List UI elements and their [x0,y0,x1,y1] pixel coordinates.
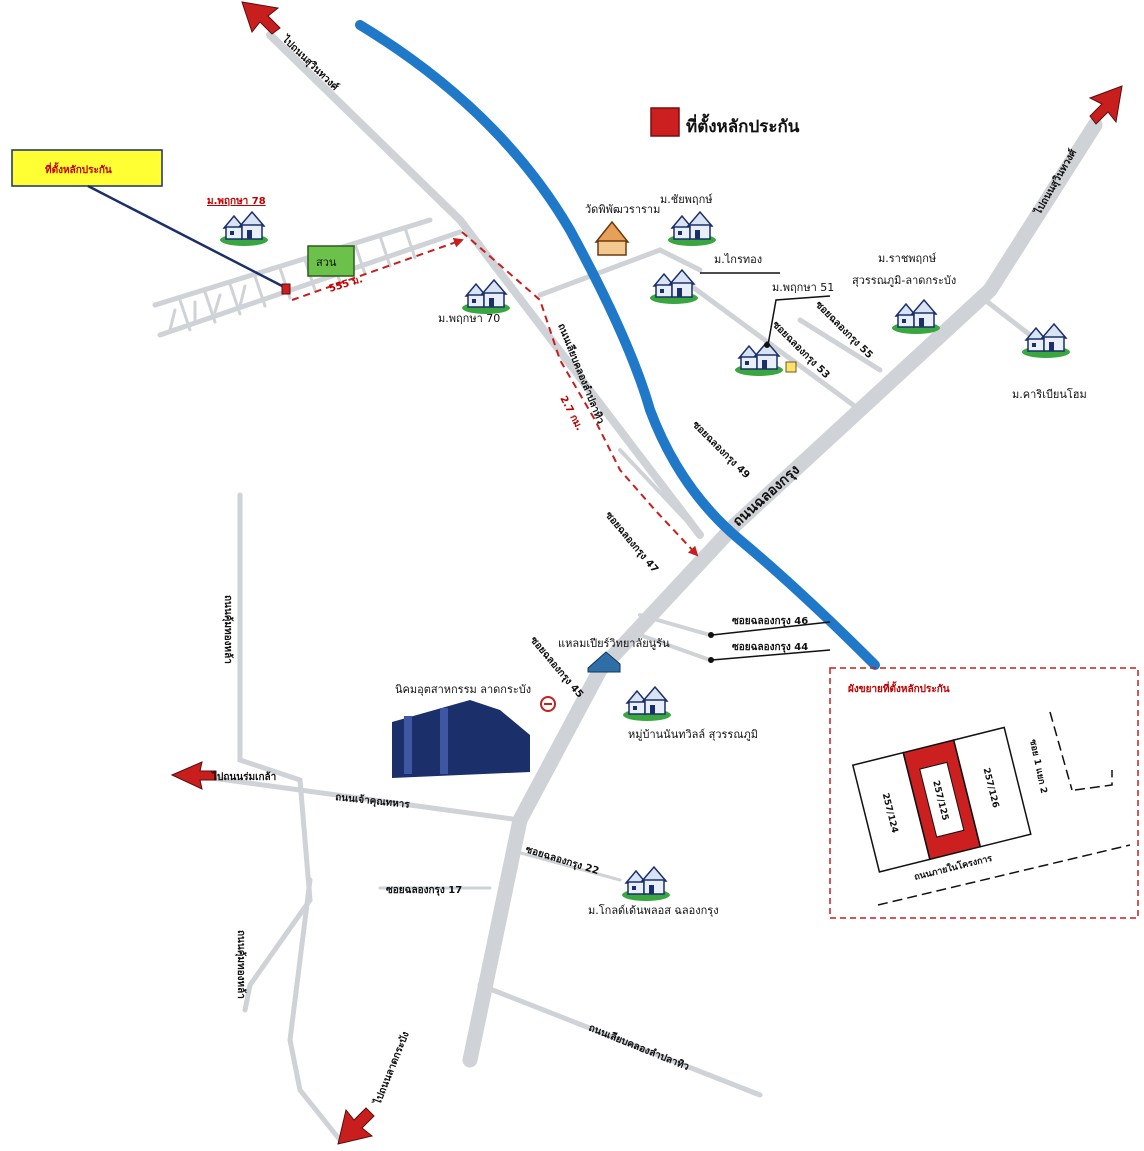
callout-label: ที่ตั้งหลักประกัน [45,162,112,176]
road-label: ถนนคุ้มทองหล้า [222,595,234,664]
house-icon [622,686,672,722]
callout-leader [87,184,287,290]
route-segment-west [291,237,464,301]
inset-soi-label: ซอย 1 แยก 2 [1027,739,1048,795]
soi-leader [711,649,831,661]
arrow-west-icon [170,761,217,790]
road-label: ซอยฉลองกรุง 47 [603,510,660,575]
village-label: หมู่บ้านนันทวิลล์ สุวรรณภูมิ [628,728,758,741]
village-dot [764,342,770,348]
inset-plan: ผังขยายที่ตั้งหลักประกัน 257/124 257/125… [829,667,1139,919]
road-khumthong-lower [287,877,343,1143]
lot-126 [952,726,1032,848]
house-icon [667,211,717,247]
road-label: ไปถนนสุวินทวงศ์ [1031,146,1080,217]
house-icon [891,299,941,335]
village-label: ม.โกลด์เด้นพลอส ฉลองกรุง [588,903,719,917]
school-icon [587,651,621,673]
village-label: ม.ไกรทอง [714,253,762,266]
shop-icon [785,361,797,373]
road-label: ซอยฉลองกรุง 44 [732,642,808,653]
village-label: สุวรรณภูมิ-ลาดกระบัง [852,274,956,287]
inset-road-line-2 [1074,770,1113,791]
legend-label: ที่ตั้งหลักประกัน [686,113,800,137]
house-icon [461,279,511,315]
road-krisong [687,282,863,413]
industrial-icon [392,700,530,778]
inset-title: ผังขยายที่ตั้งหลักประกัน [848,681,950,695]
road-chalongkrung [462,117,1103,1068]
village-label: ม.พฤกษา 78 [207,196,266,207]
temple-icon [594,220,630,256]
arrow-northeast-icon [1088,85,1123,125]
village-label: ม.ชัยพฤกษ์ [660,193,713,206]
village-label: ม.คาริเบียนโฮม [1012,387,1087,401]
road-temple [537,247,703,298]
park-label: สวน [316,256,337,269]
legend-swatch [650,107,680,137]
road-label: ไปถนนร่มเกล้า [211,770,276,783]
school-label: แหลมเปียร์วิทยาลัยนูรัน [558,637,670,650]
road-network [152,31,1103,1143]
road-label: ถนนเลียบคลองลำปลาทิว [587,1022,691,1073]
road-to-suwinthawong-north [266,31,704,539]
road-label: ซอยฉลองกรุง 46 [732,616,808,627]
road-label: ไปถนนสุวินทวงศ์ [279,32,342,93]
road-luang [187,772,523,823]
house-icon [649,269,699,305]
distance-2-7km: 2.7 กม. [557,394,584,432]
inset-soi-line [1049,711,1073,791]
lot-125-label-box [919,761,965,838]
road-soi22 [508,848,622,882]
road-lamplatiu [477,982,763,1098]
road-soi55 [797,317,883,373]
road-label: ถนนเลียบคลองลำปลาทิว [555,322,606,426]
road-label: ซอยฉลองกรุง 22 [524,844,600,877]
soi-leader [711,621,831,636]
village-label: ม.พฤกษา 70 [438,312,500,325]
road-label: ไปถนนลาดกระบัง [370,1029,411,1107]
road-west-development-2 [157,229,463,338]
arrow-north-icon [241,1,281,35]
soi-dot [708,632,714,638]
village-leader [767,295,831,346]
soi-dot [708,657,714,663]
village-label: ม.พฤกษา 51 [772,281,834,294]
route-dashed [291,231,699,557]
road-label: ถนนคุ้มทองหล้า [235,930,247,999]
village-label: ม.ราชพฤกษ์ [878,252,936,265]
road-west-lanes [168,226,417,332]
callout-box [11,149,163,187]
road-soi46 [638,613,712,637]
temple-label: วัดพิพัฒวราราม [585,203,660,216]
arrow-southwest-icon [337,1107,375,1145]
park [307,245,355,277]
house-icon [219,211,269,247]
road-soi44 [638,633,712,662]
road-label: ถนนเจ้าคุณทหาร [335,791,411,811]
road-kari [982,297,1033,338]
inset-frame [829,667,1139,919]
industrial-label: นิคมอุตสาหกรรม ลาดกระบัง [395,683,531,696]
road-label: ซอยฉลองกรุง 17 [386,885,462,896]
road-soi49 [618,448,702,537]
road-label: ซอยฉลองกรุง 55 [813,299,875,361]
road-khumthong [237,492,313,1013]
road-label: ซอยฉลองกรุง 49 [690,419,752,481]
road-west-development [152,217,433,308]
inset-road-line [877,844,1131,906]
canal [355,20,880,670]
house-icon [621,866,671,902]
house-icon [1021,323,1071,359]
direction-arrows [170,1,1123,1145]
gas-station-icon [540,696,556,712]
collateral-marker [281,283,291,295]
